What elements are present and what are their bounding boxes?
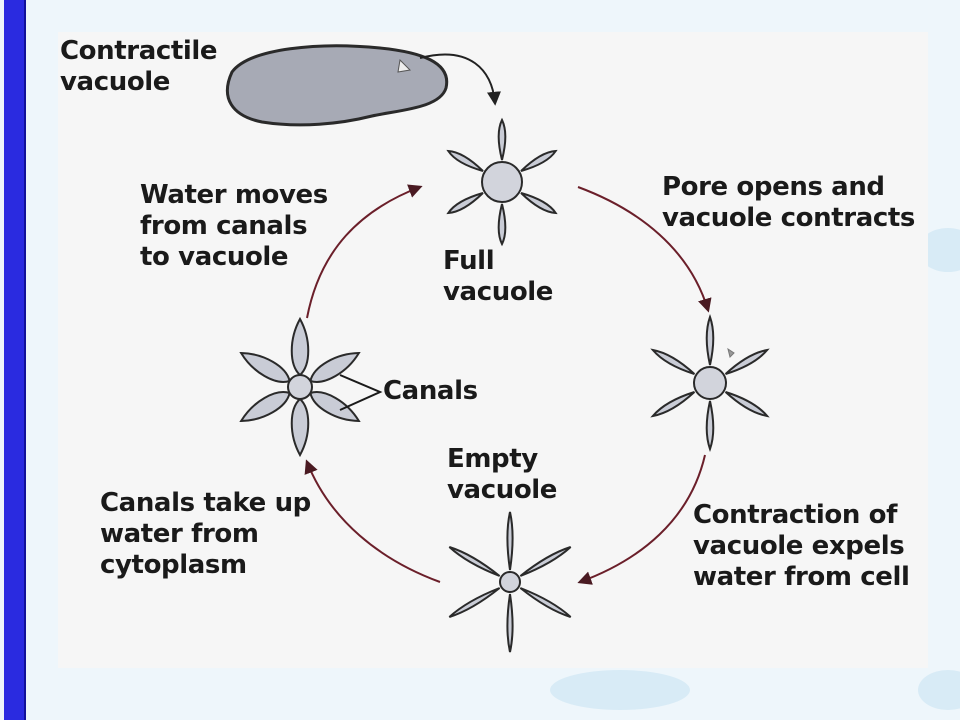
label-contractile-vacuole: Contractile vacuole (60, 36, 218, 97)
label-water-moves: Water moves from canals to vacuole (140, 180, 328, 272)
cell-to-vacuole-arrow (419, 53, 501, 106)
label-canals: Canals (383, 376, 478, 406)
label-full-vacuole: Full vacuole (443, 246, 554, 307)
label-canals-take-up: Canals take up water from cytoplasm (100, 488, 311, 580)
paramecium-cell-icon (225, 44, 449, 127)
full-vacuole-icon (446, 117, 558, 247)
canals-bracket (339, 374, 383, 411)
cycle-arrows (304, 184, 712, 585)
label-pore-opens: Pore opens and vacuole contracts (662, 172, 915, 233)
contracting-vacuole-icon (650, 314, 770, 452)
empty-vacuole-icon (448, 511, 572, 653)
label-empty-vacuole: Empty vacuole (447, 444, 558, 505)
diagram-panel (58, 32, 928, 668)
canals-vacuole-icon (239, 316, 361, 458)
slide-side-bar (4, 0, 26, 720)
label-contraction: Contraction of vacuole expels water from… (693, 500, 910, 592)
